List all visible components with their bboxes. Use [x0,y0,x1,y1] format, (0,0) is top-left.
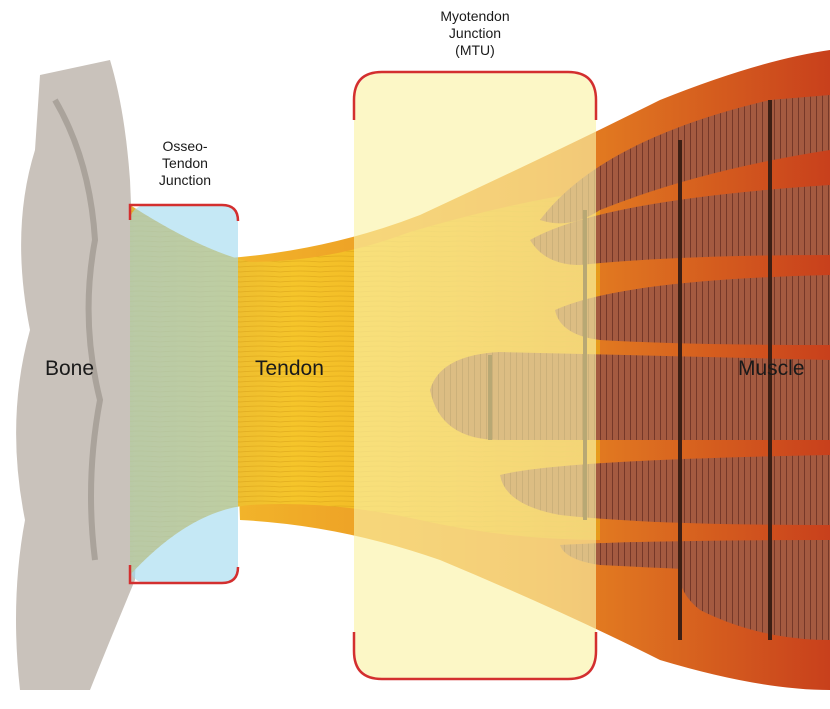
myo-line-3: (MTU) [405,42,545,59]
osseo-line-2: Tendon [135,155,235,172]
bone-label: Bone [45,356,94,381]
myo-line-2: Junction [405,25,545,42]
myo-line-1: Myotendon [405,8,545,25]
myotendon-zone [354,72,596,679]
osseo-tendon-zone [130,205,238,583]
osseo-line-3: Junction [135,172,235,189]
osseo-tendon-junction-label: Osseo- Tendon Junction [135,138,235,188]
muscle-label: Muscle [738,356,805,381]
tendon-label: Tendon [255,356,324,381]
osseo-line-1: Osseo- [135,138,235,155]
myotendon-junction-label: Myotendon Junction (MTU) [405,8,545,58]
